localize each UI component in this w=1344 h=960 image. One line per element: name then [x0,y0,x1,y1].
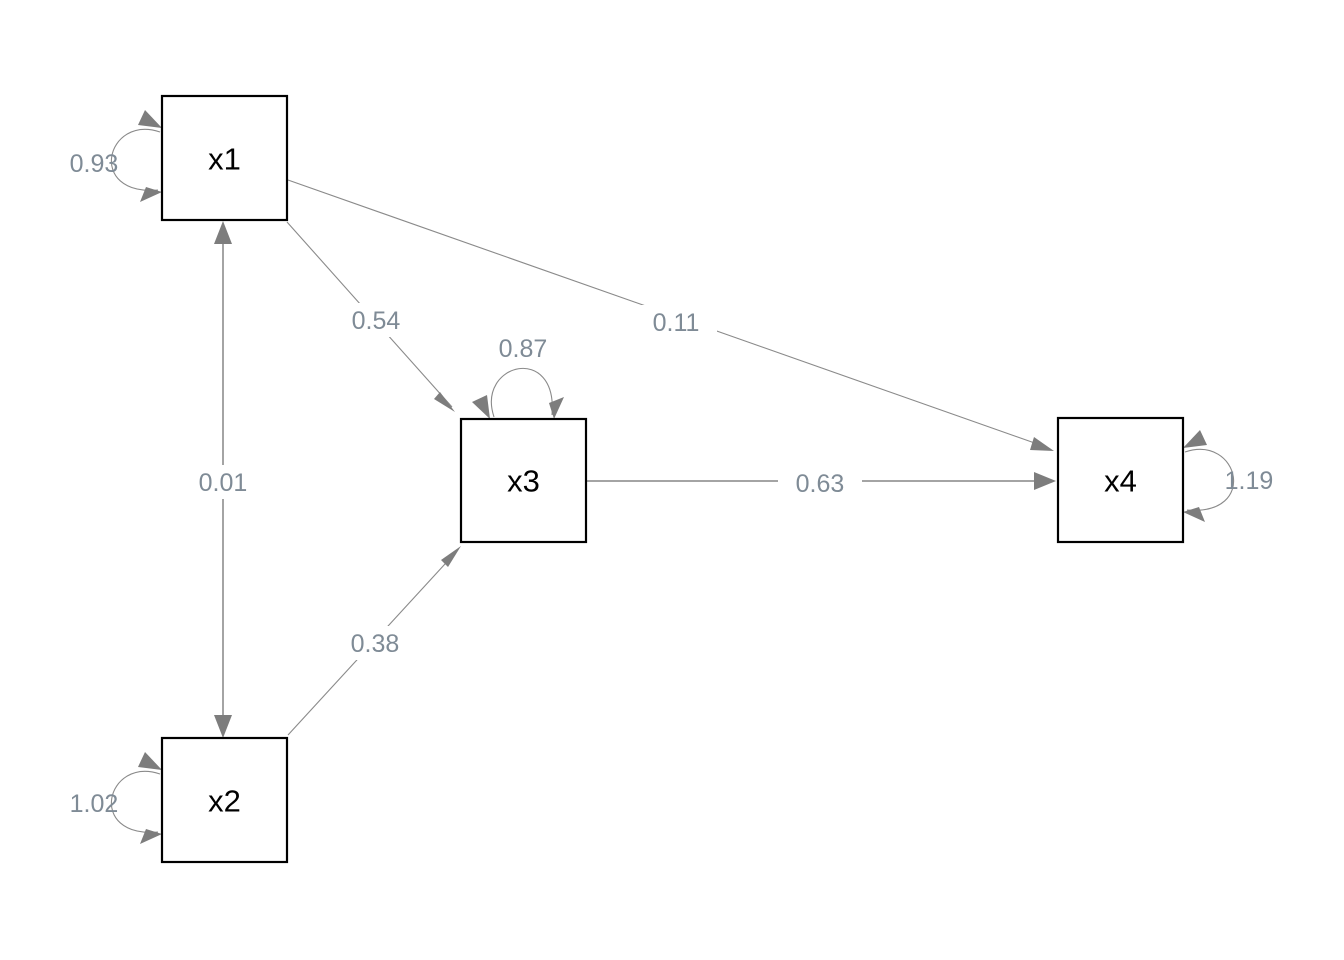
self-loop-label-x3: 0.87 [499,335,548,363]
edge-label-x1-x2-group: 0.01 [182,465,264,499]
node-x3-label: x3 [507,464,540,499]
self-loop-x2-variance[interactable] [110,752,162,844]
self-loop-x1-variance[interactable] [110,110,162,202]
node-x4[interactable]: x4 [1056,416,1185,544]
node-x2-label: x2 [208,784,241,819]
self-loop-label-x1: 0.93 [70,150,119,178]
edge-label-x3-x4-group: 0.63 [778,466,862,500]
edge-label-x1-x4: 0.11 [653,309,700,337]
self-loop-x4-variance[interactable] [1183,430,1235,522]
edge-label-x1-x3-group: 0.54 [335,303,417,337]
edge-label-x1-x2: 0.01 [199,469,248,497]
self-loop-x3-variance[interactable] [472,367,564,419]
self-loop-label-x4: 1.19 [1225,467,1274,495]
self-loop-label-x2: 1.02 [70,790,119,818]
node-x4-label: x4 [1104,464,1137,499]
edge-label-x2-x3: 0.38 [351,630,400,658]
node-x1[interactable]: x1 [160,94,289,222]
edge-label-x3-x4: 0.63 [796,470,845,498]
node-x1-label: x1 [208,142,241,177]
edge-label-x1-x4-group: 0.11 [635,305,717,339]
edge-label-x2-x3-group: 0.38 [334,626,416,660]
edge-label-x1-x3: 0.54 [352,307,401,335]
node-x3[interactable]: x3 [459,417,588,544]
node-x2[interactable]: x2 [160,736,289,864]
